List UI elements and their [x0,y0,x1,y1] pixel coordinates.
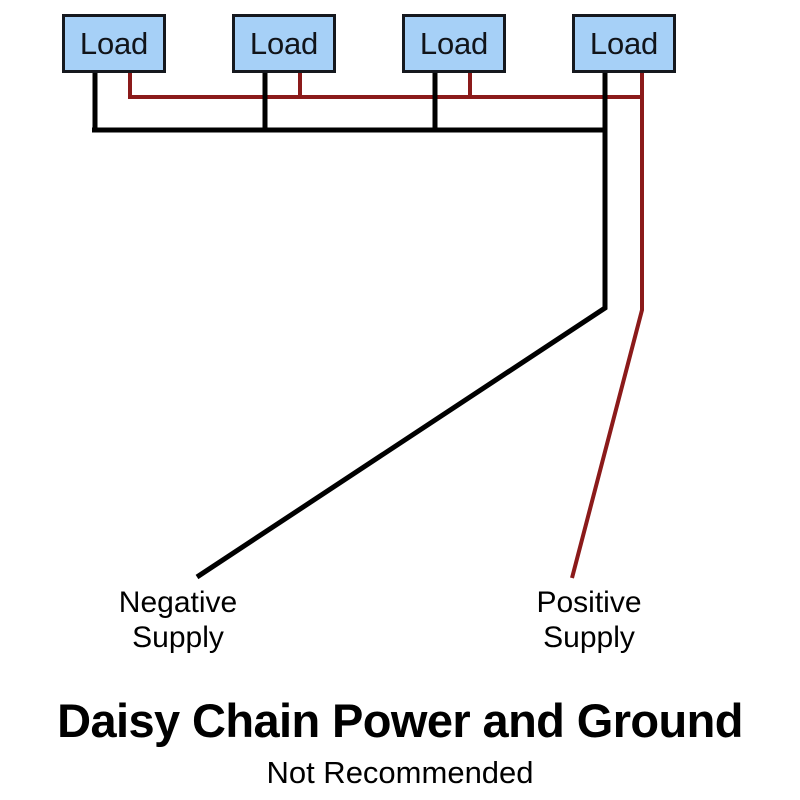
load-box-label: Load [79,26,149,61]
negative-trunk [195,72,608,580]
load-box-4[interactable]: Load [572,14,676,73]
positive-supply-label: Positive Supply [489,585,689,655]
load-box-label: Load [419,26,489,61]
load-box-label: Load [589,26,659,61]
diagram-title: Daisy Chain Power and Ground [57,694,743,747]
negative-supply-label: Negative Supply [78,585,278,655]
positive-supply-label-line1: Positive [536,586,642,619]
negative-wire-network [92,72,608,580]
positive-trunk [570,72,644,579]
positive-supply-label-line2: Supply [543,621,635,654]
negative-supply-label-line1: Negative [118,586,238,619]
negative-supply-label-line2: Supply [132,621,224,654]
positive-wire-network [128,72,644,579]
diagram-subtitle: Not Recommended [266,755,534,790]
load-box-1[interactable]: Load [62,14,166,73]
caption-block: Daisy Chain Power and Ground Not Recomme… [0,694,800,791]
load-box-2[interactable]: Load [232,14,336,73]
load-box-label: Load [249,26,319,61]
load-box-3[interactable]: Load [402,14,506,73]
